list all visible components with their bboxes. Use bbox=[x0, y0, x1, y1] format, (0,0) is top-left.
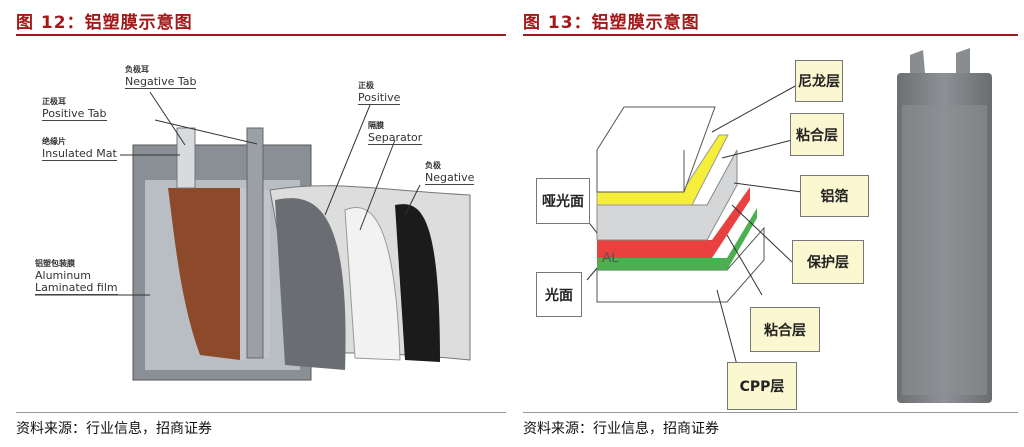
title-divider bbox=[523, 34, 1018, 36]
svg-text:AL: AL bbox=[602, 249, 619, 265]
label-matte-side: 哑光面 bbox=[536, 178, 590, 224]
pouch-cell-diagram bbox=[35, 91, 471, 381]
figure-12-source: 资料来源：行业信息，招商证券 bbox=[16, 421, 212, 437]
label-cpp-layer: CPP层 bbox=[727, 362, 797, 410]
figure-12-title: 图 12：铝塑膜示意图 bbox=[16, 13, 193, 33]
label-aluminum-foil: 铝箔 bbox=[800, 175, 869, 217]
label-protective-layer: 保护层 bbox=[792, 240, 864, 284]
figure-13-title: 图 13：铝塑膜示意图 bbox=[523, 13, 700, 33]
title-divider bbox=[16, 34, 506, 36]
label-adhesive-layer-2: 粘合层 bbox=[750, 307, 820, 352]
layer-diagram: AL bbox=[586, 84, 803, 366]
label-nylon-layer: 尼龙层 bbox=[795, 60, 843, 102]
source-divider bbox=[523, 412, 1018, 413]
pouch-cell-photo bbox=[897, 48, 992, 403]
label-adhesive-layer-1: 粘合层 bbox=[790, 113, 844, 156]
figure-13-source: 资料来源：行业信息，招商证券 bbox=[523, 421, 719, 437]
label-glossy-side: 光面 bbox=[536, 272, 582, 317]
source-divider bbox=[16, 412, 506, 413]
